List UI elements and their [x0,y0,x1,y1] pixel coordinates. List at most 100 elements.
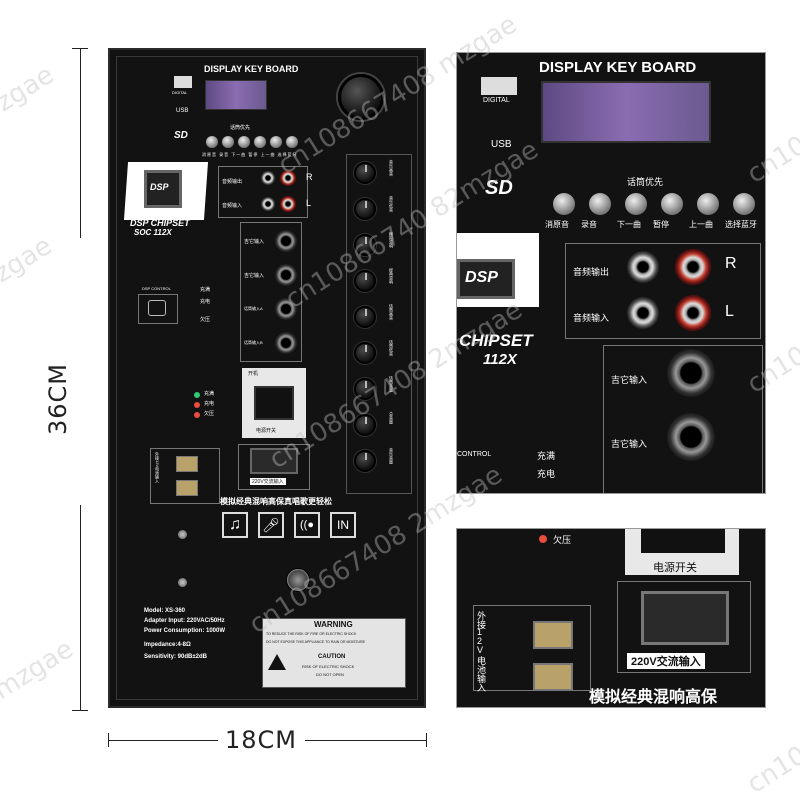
dsp-control-icon[interactable] [148,300,166,316]
zoom-ac-socket[interactable] [641,591,729,645]
zoom-battery-terminal-positive[interactable] [533,621,573,649]
battery-terminal-negative[interactable] [176,480,198,496]
zoom-status-charge: 充电 [537,469,556,479]
echo-icon[interactable]: ((● [294,512,320,538]
key-labels-row: 消原音 录音 下一曲 暂停 上一曲 选择蓝牙 [202,152,298,157]
control-knob-8[interactable] [354,414,376,436]
bottom-banner: 模拟经典混响高保真唱歌更轻松 [220,497,332,506]
control-knob-4[interactable] [354,270,376,292]
zoom-guitar-jack-1[interactable] [667,349,715,397]
mic-input-jack-a[interactable] [275,298,297,320]
key-prev-button[interactable] [270,136,282,148]
zoom-key-button-3[interactable] [625,193,647,215]
zoom-key-label-4: 暂停 [653,220,669,229]
audio-in-right-jack[interactable] [280,196,296,212]
zoom-key-label-2: 录音 [581,220,597,229]
battery-input-label: 外接12V电池输入 [155,452,160,484]
audio-io-box [218,166,308,218]
zoom-battery-box [473,605,591,691]
width-dimension-cap-right [426,733,427,747]
zoom-ac-box [617,581,751,673]
control-knob-5[interactable] [354,306,376,328]
zoom-audio-out-label: 音频输出 [573,267,610,277]
zoom-battery-terminal-negative[interactable] [533,663,573,691]
warning-text2: DO NOT EXPOSE THIS APPLIANCE TO RAIN OR … [266,640,365,644]
zoom-audio-in-left-jack[interactable] [625,295,661,331]
zoom-key-button-1[interactable] [553,193,575,215]
zoom-control-label: CONTROL [457,451,492,458]
control-knob-7[interactable] [354,378,376,400]
zoom-key-button-5[interactable] [697,193,719,215]
control-knob-9[interactable] [354,450,376,472]
guitar-input-jack-1[interactable] [275,230,297,252]
key-karaoke-button[interactable] [206,136,218,148]
dsp-control-label: DSP CONTROL [142,286,171,291]
ac-input-label: 220V交流输入 [250,478,286,485]
input-jacks-box [240,222,302,362]
zoom-audio-in-right-jack[interactable] [675,295,711,331]
zoom-battery-char-2: 接 [477,620,487,630]
control-knob-label-4: 经典混响 [389,268,394,284]
key-pause-button[interactable] [254,136,266,148]
zoom-lcd-display [541,81,711,143]
guitar-in-label-1: 吉它输入 [244,239,265,245]
display-keyboard-title: DISPLAY KEY BOARD [204,64,299,74]
zoom-power-switch[interactable] [641,529,725,553]
channel-l-label: L [306,198,312,208]
fuse-holder[interactable] [286,568,310,592]
battery-terminal-positive[interactable] [176,456,198,472]
microphone-icon[interactable]: 🎤︎ [258,512,284,538]
warning-title: WARNING [314,620,353,629]
led-low-indicator [194,412,200,418]
zoom-dsp-chip-icon [457,259,515,299]
music-note-icon[interactable]: ♫ [222,512,248,538]
guitar-input-jack-2[interactable] [275,264,297,286]
control-knob-6[interactable] [354,342,376,364]
mic-in-b-label: 话筒输入B [244,340,263,345]
control-knob-3[interactable] [354,234,376,256]
channel-r-label: R [306,172,313,182]
zoom-guitar-in-label-1: 吉它输入 [611,375,648,385]
width-dimension-cap-left [108,733,109,747]
zoom-channel-l: L [725,303,734,320]
control-knob-1[interactable] [354,162,376,184]
key-record-button[interactable] [222,136,234,148]
zoom-audio-out-right-jack[interactable] [675,249,711,285]
zoom-key-button-6[interactable] [733,193,755,215]
zoom-chipset-line1: CHIPSET [459,331,533,350]
ac-input-box [238,444,310,490]
control-knob-2[interactable] [354,198,376,220]
zoom-guitar-jack-2[interactable] [667,413,715,461]
mic-priority-label: 话筒优先 [230,125,251,131]
audio-out-left-jack[interactable] [260,170,276,186]
audio-in-left-jack[interactable] [260,196,276,212]
master-volume-knob[interactable] [338,74,384,120]
chipset-line2: SOC 112X [134,228,172,237]
ac-input-socket[interactable] [250,448,298,474]
zoom-battery-char-7: 池 [477,665,487,675]
key-next-button[interactable] [238,136,250,148]
control-knob-label-5: 话筒高音 [389,304,394,320]
mic-input-jack-b[interactable] [275,332,297,354]
zoom-key-button-4[interactable] [661,193,683,215]
power-switch[interactable] [254,386,294,420]
mp3-logo-icon [174,76,192,88]
guitar-icon[interactable]: IN [330,512,356,538]
watermark-7: zgae [0,230,58,290]
knob-column-box [346,154,412,494]
zoom-dsp-label: DSP [465,269,498,286]
power-on-label: 开机 [248,371,259,377]
zoom-audio-out-left-jack[interactable] [625,249,661,285]
key-bluetooth-button[interactable] [286,136,298,148]
zoom-ac-label: 220V交流输入 [627,653,705,669]
height-dimension-line-top [80,48,81,238]
height-dimension-label: 36CM [44,362,73,436]
zoom-key-button-2[interactable] [589,193,611,215]
audio-out-right-jack[interactable] [280,170,296,186]
height-dimension-cap-bottom [72,710,88,711]
zoom-guitar-in-label-2: 吉它输入 [611,439,648,449]
status-charge-label-1: 充电 [200,299,211,305]
zoom-audio-in-label: 音频输入 [573,313,610,323]
zoom-guitar-box [603,345,763,493]
